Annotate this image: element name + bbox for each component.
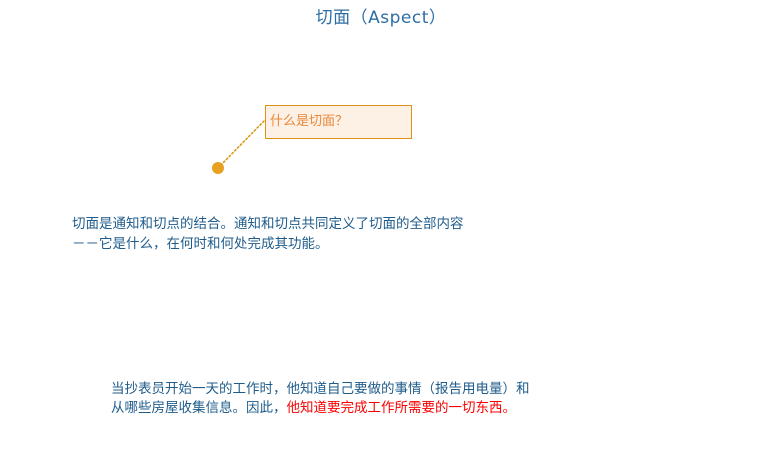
example-text-highlight: 他知道要完成工作所需要的一切东西。 xyxy=(286,400,517,416)
question-callout-label: 什么是切面？ xyxy=(270,114,349,129)
callout-anchor-dot xyxy=(212,162,224,174)
question-callout-box[interactable]: 什么是切面？ xyxy=(265,105,412,139)
page-title: 切面（Aspect） xyxy=(315,8,447,28)
example-text-blue: 当抄表员开始一天的工作时，他知道自己要做的事情（报告用电量）和从哪些房屋收集信息… xyxy=(111,381,530,416)
example-paragraph: 当抄表员开始一天的工作时，他知道自己要做的事情（报告用电量）和从哪些房屋收集信息… xyxy=(111,380,531,418)
definition-paragraph: 切面是通知和切点的结合。通知和切点共同定义了切面的全部内容 －－它是什么，在何时… xyxy=(72,216,464,252)
